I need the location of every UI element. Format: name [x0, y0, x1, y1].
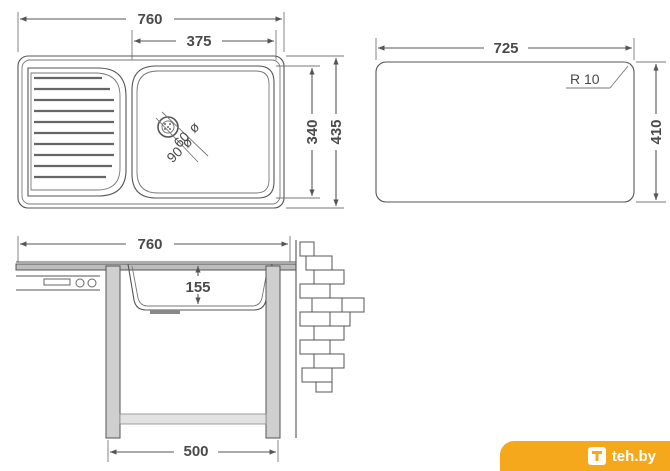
- cutout-template: 725 R 10 410: [375, 38, 666, 203]
- dim-cabinet-width-label: 500: [183, 443, 208, 460]
- cabinet-wall-left: [105, 265, 121, 439]
- sink-outline: [17, 55, 285, 209]
- countertop: [15, 263, 297, 271]
- side-view: 760 155 500: [15, 234, 365, 462]
- cabinet-wall-right: [265, 265, 281, 439]
- bowl-outline: [131, 65, 275, 199]
- drainer-grooves: [27, 67, 127, 197]
- dim-overall-width-label: 760: [137, 11, 162, 28]
- dim-cutout-height-label: 410: [648, 119, 665, 144]
- teh-logo-icon: [587, 447, 606, 465]
- bowl-profile: [127, 263, 273, 311]
- dim-overall-depth-label: 435: [328, 119, 345, 144]
- top-view: 760 375: [17, 8, 345, 209]
- watermark-text: teh.by: [611, 447, 656, 465]
- dim-bowl-depth-label: 340: [304, 119, 321, 144]
- diameter-symbol-small: ø: [185, 118, 203, 136]
- dim-side-width-label: 760: [137, 236, 162, 253]
- drain-outlet: [150, 310, 180, 314]
- watermark-badge: teh.by: [500, 441, 670, 471]
- dim-bowl-width-label: 375: [186, 33, 211, 50]
- radius-label: R 10: [570, 71, 600, 87]
- cutout-outline: [375, 61, 635, 203]
- dim-cutout-width-label: 725: [493, 40, 518, 57]
- brick-wall: [299, 241, 365, 393]
- dim-bowl-height-label: 155: [185, 279, 210, 296]
